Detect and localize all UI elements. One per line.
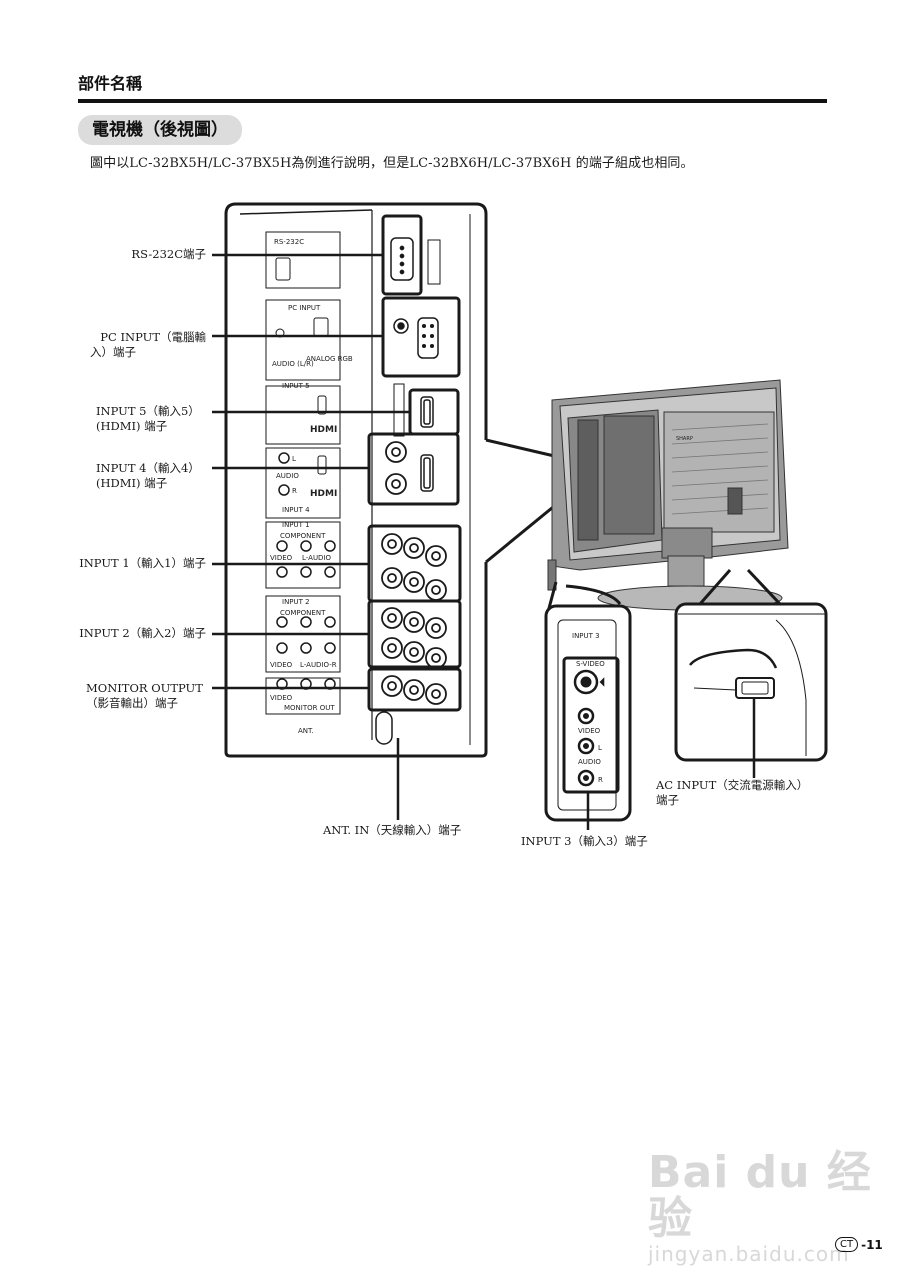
panel-label-analog-rgb: ANALOG RGB: [306, 355, 353, 363]
rca-jack-pin: [387, 539, 397, 549]
rca-jack-pin: [387, 643, 397, 653]
pc-input-connectors: [393, 317, 439, 359]
panel-label-component-1: COMPONENT: [280, 532, 326, 540]
rca-jack-pin: [409, 685, 419, 695]
connector-panel: [224, 202, 488, 758]
rca-jack-pin: [431, 585, 441, 595]
rca-jacks: [381, 441, 447, 705]
rca-jack: [381, 637, 403, 659]
tv-brand-label: SHARP: [676, 436, 693, 442]
callout-ant-in: ANT. IN（天線輸入）端子: [323, 823, 462, 837]
rca-jack-pin: [409, 647, 419, 657]
panel-label-video-1: VIDEO: [270, 554, 293, 562]
callout-monitor-output: MONITOR OUTPUT （影音輸出）端子: [86, 681, 203, 710]
rca-jack-pin: [387, 573, 397, 583]
panel-label-component-2: COMPONENT: [280, 609, 326, 617]
ac-input-detail: [678, 613, 826, 756]
rca-jack-pin: [387, 681, 397, 691]
panel-labels: RS-232C PC INPUT AUDIO (L/R) ANALOG RGB …: [270, 238, 353, 735]
intro-text: 圖中以LC-32BX5H/LC-37BX5H為例進行說明，但是LC-32BX6H…: [90, 156, 694, 171]
callout-pc-input: PC INPUT（電腦輸 入）端子: [90, 330, 206, 359]
callout-input4: INPUT 4（輸入4） (HDMI) 端子: [96, 461, 200, 490]
rca-jack-pin: [391, 447, 401, 457]
rca-jack: [425, 683, 447, 705]
panel-label-video-2: VIDEO: [270, 661, 293, 669]
rca-jack: [381, 533, 403, 555]
rca-jack: [425, 579, 447, 601]
baidu-watermark: Bai du 经验 jingyan.baidu.com: [648, 1147, 905, 1267]
rca-jack-pin: [431, 653, 441, 663]
rca-jack: [403, 537, 425, 559]
rca-jack: [385, 473, 407, 495]
tv-rear-body: [547, 379, 789, 611]
rca-jack-pin: [387, 613, 397, 623]
panel-label-rs232c: RS-232C: [274, 238, 304, 246]
page-title: 電視機（後視圖）: [78, 115, 242, 145]
panel-label-hdmi-4: HDMI: [310, 489, 337, 499]
panel-label-input4: INPUT 4: [282, 506, 310, 514]
header-rule: [78, 99, 827, 103]
panel-label-s-video: S-VIDEO: [576, 660, 605, 668]
section-header: 部件名稱: [78, 74, 143, 93]
panel-label-input3: INPUT 3: [572, 632, 600, 640]
callout-rs232c: RS-232C端子: [131, 247, 206, 261]
rca-jack-pin: [431, 689, 441, 699]
rca-jack: [425, 647, 447, 669]
rca-jack: [425, 617, 447, 639]
rca-jack: [403, 571, 425, 593]
callout-input2: INPUT 2（輸入2）端子: [79, 626, 206, 640]
panel-label-hdmi-5: HDMI: [310, 425, 337, 435]
panel-label-monitor-out: MONITOR OUT: [284, 704, 335, 712]
panel-label-r-3: R: [598, 776, 603, 784]
rca-jack: [425, 545, 447, 567]
panel-label-audio: AUDIO: [276, 472, 299, 480]
panel-label-l-audio-1: L-AUDIO: [302, 554, 332, 562]
rca-jack: [403, 611, 425, 633]
input3-panel-labels: INPUT 3 S-VIDEO VIDEO L AUDIO R: [572, 632, 605, 784]
panel-label-r: R: [292, 487, 297, 495]
panel-label-input1: INPUT 1: [282, 521, 310, 529]
rca-jack: [381, 675, 403, 697]
rca-jack: [381, 607, 403, 629]
callout-input3: INPUT 3（輸入3）端子: [521, 834, 648, 848]
watermark-url: jingyan.baidu.com: [648, 1242, 850, 1266]
panel-label-audio-lr: AUDIO (L/R): [272, 360, 314, 368]
rca-jack-pin: [409, 543, 419, 553]
panel-label-video-3: VIDEO: [578, 727, 601, 735]
watermark-brand: Bai du 经验: [648, 1147, 872, 1244]
panel-label-l-audio-r-2: L-AUDIO-R: [300, 661, 337, 669]
page-number-value: -11: [861, 1237, 883, 1252]
rca-jack-pin: [431, 623, 441, 633]
highlight-boxes: [367, 214, 462, 712]
rca-jack: [381, 567, 403, 589]
rca-jack: [403, 679, 425, 701]
callout-input1: INPUT 1（輸入1）端子: [79, 556, 206, 570]
leader-lines: [212, 253, 756, 830]
panel-label-audio-3: AUDIO: [578, 758, 601, 766]
callout-input5: INPUT 5（輸入5） (HDMI) 端子: [96, 404, 200, 433]
panel-label-l: L: [292, 455, 296, 463]
rca-jack: [403, 641, 425, 663]
callout-ac-input: AC INPUT（交流電源輸入） 端子: [656, 778, 809, 807]
rca-jack-pin: [409, 577, 419, 587]
hdmi-connectors: [420, 396, 434, 492]
panel-label-l-3: L: [598, 744, 602, 752]
rca-jack-pin: [391, 479, 401, 489]
rca-jack-pin: [431, 551, 441, 561]
panel-label-input2: INPUT 2: [282, 598, 310, 606]
language-badge: CT: [835, 1237, 859, 1252]
ant-connector: [375, 711, 393, 745]
panel-label-pc-input: PC INPUT: [288, 304, 321, 312]
panel-label-input5: INPUT 5: [282, 382, 310, 390]
rca-jack: [385, 441, 407, 463]
page-number: CT -11: [835, 1237, 883, 1252]
input3-panel: [557, 619, 620, 811]
rs232c-connector: [390, 237, 414, 281]
panel-label-video-mon: VIDEO: [270, 694, 293, 702]
panel-label-ant: ANT.: [298, 727, 314, 735]
rca-jack-pin: [409, 617, 419, 627]
